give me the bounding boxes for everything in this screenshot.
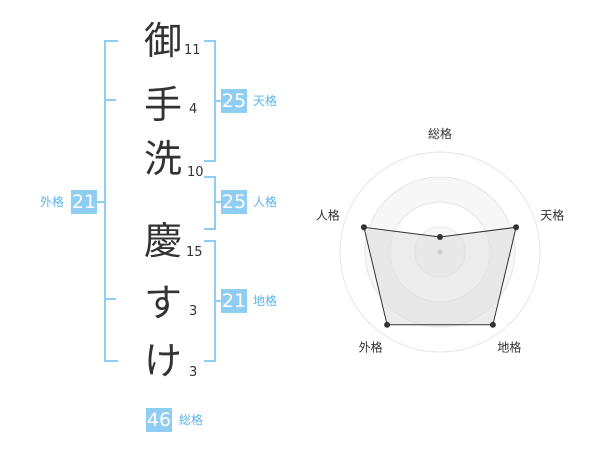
radar-point [513, 224, 520, 231]
name-char-4: 慶 [143, 219, 182, 263]
radar-center [437, 249, 443, 255]
chikaku-value-badge: 21 [221, 289, 247, 313]
gaikaku-value-badge: 21 [71, 190, 97, 214]
jinkaku-value-badge: 25 [221, 190, 247, 214]
tenkaku-label: 天格 [253, 94, 278, 108]
name-char-2: 手 [143, 83, 182, 127]
name-char-5: す [143, 281, 182, 325]
soukaku-label: 総格 [179, 413, 204, 427]
stroke-count-3: 10 [187, 165, 204, 180]
tenkaku-value-badge: 25 [221, 89, 247, 113]
jinkaku-bracket [204, 176, 216, 230]
bracket-tick [104, 99, 116, 101]
gaikaku-label: 外格 [40, 195, 65, 209]
chikaku-label: 地格 [253, 294, 278, 308]
radar-polygon [363, 226, 517, 326]
stroke-count-5: 3 [189, 304, 198, 319]
radar-axis-label: 天格 [540, 208, 564, 223]
stroke-count-2: 4 [189, 102, 198, 117]
radar-axis-label: 地格 [497, 339, 521, 354]
radar-axis-label: 総格 [428, 126, 452, 141]
radar-axis-label: 外格 [359, 339, 383, 354]
soukaku-value-badge: 46 [146, 408, 172, 432]
stroke-count-4: 15 [186, 245, 203, 260]
bracket-connector [214, 300, 221, 302]
name-char-1: 御 [143, 19, 182, 63]
bracket-connector [214, 100, 221, 102]
name-char-3: 洗 [143, 137, 182, 181]
bracket-connector [214, 201, 221, 203]
jinkaku-label: 人格 [253, 195, 278, 209]
radar-point [384, 321, 391, 328]
radar-point [489, 321, 496, 328]
bracket-connector [96, 201, 106, 203]
name-char-6: け [143, 339, 182, 383]
bracket-tick [104, 298, 116, 300]
radar-axis-label: 人格 [316, 208, 340, 223]
radar-point [437, 234, 443, 240]
radar-point [360, 224, 367, 231]
stroke-count-1: 11 [184, 43, 201, 58]
stroke-count-6: 3 [189, 365, 198, 380]
